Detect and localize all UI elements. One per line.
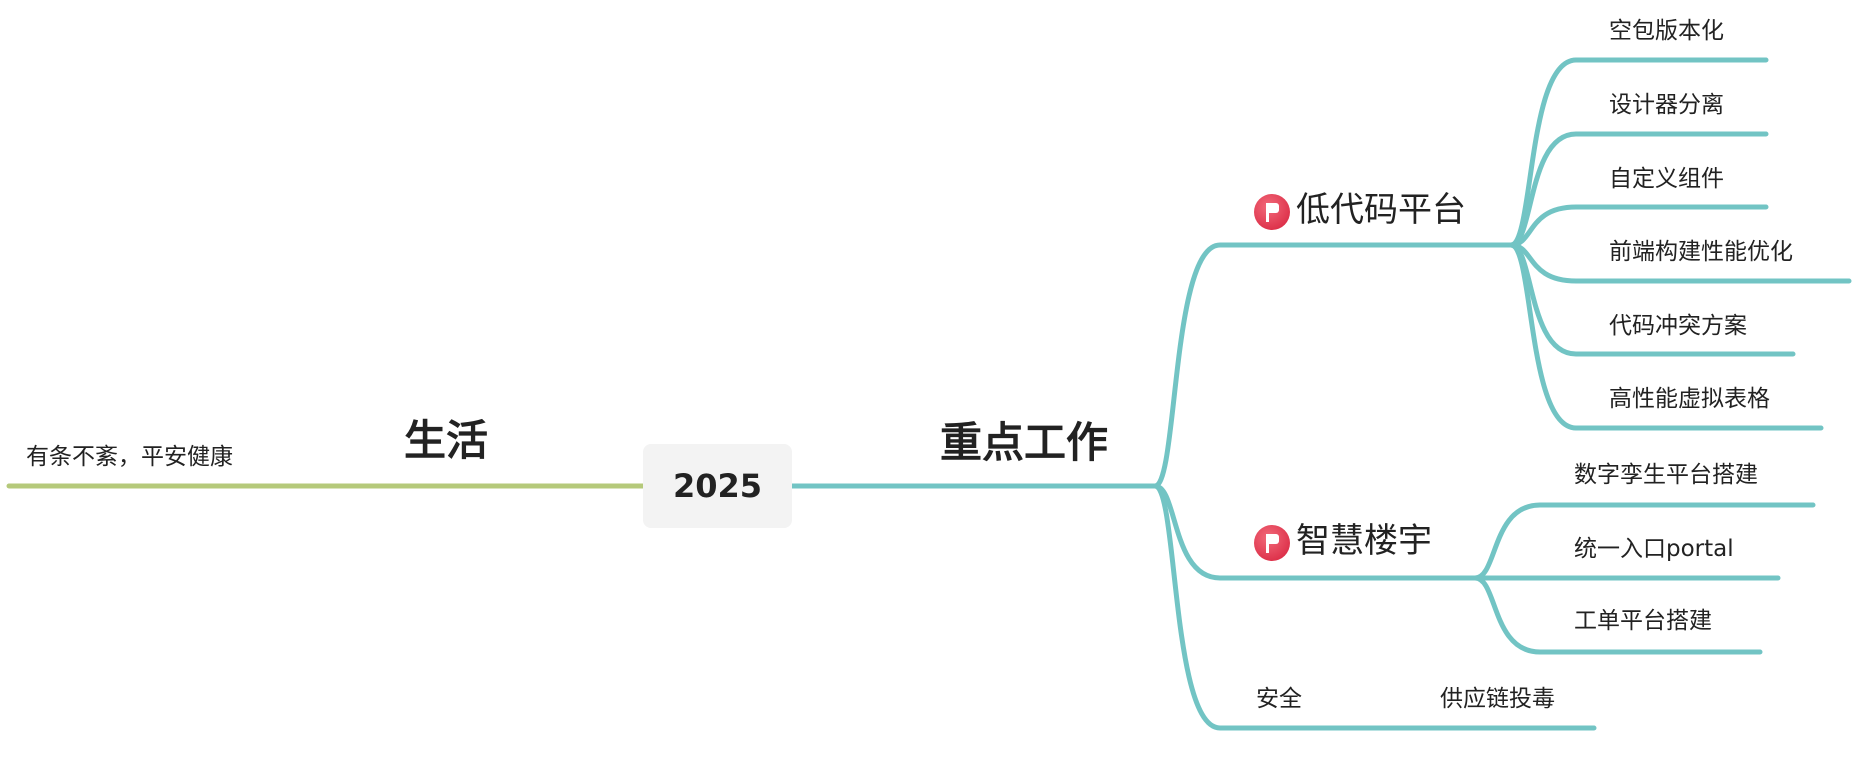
leaf-node[interactable]: 工单平台搭建 — [1574, 608, 1712, 634]
leaf-node[interactable]: 供应链投毒 — [1440, 686, 1555, 712]
topic-key-work[interactable]: 重点工作 — [940, 418, 1109, 467]
connector-branch — [1152, 483, 1597, 731]
connector-leaf — [1472, 575, 1763, 655]
leaf-node[interactable]: 高性能虚拟表格 — [1609, 386, 1770, 412]
central-topic[interactable]: 2025 — [643, 444, 792, 528]
leaf-node[interactable]: 数字孪生平台搭建 — [1574, 462, 1758, 488]
connector-leaf — [1508, 242, 1824, 431]
leaf-node[interactable]: 空包版本化 — [1609, 18, 1724, 44]
leaf-node[interactable]: 统一入口portal — [1574, 536, 1734, 562]
leaf-node[interactable]: 设计器分离 — [1609, 92, 1724, 118]
red-flag-icon — [1254, 193, 1290, 230]
branch-security[interactable]: 安全 — [1256, 686, 1302, 712]
life-note[interactable]: 有条不紊，平安健康 — [26, 444, 233, 470]
branch-low-code-platform[interactable]: 低代码平台 — [1254, 193, 1466, 230]
branch-label: 智慧楼宇 — [1296, 521, 1432, 561]
leaf-node[interactable]: 前端构建性能优化 — [1609, 239, 1793, 265]
leaf-node[interactable]: 代码冲突方案 — [1609, 313, 1747, 339]
connector-leaf — [1472, 502, 1816, 581]
connector-leaf — [1508, 131, 1769, 248]
red-flag-icon — [1254, 524, 1290, 561]
branch-label: 低代码平台 — [1296, 190, 1466, 230]
connector-branch — [1152, 242, 1514, 489]
connector-leaf — [1508, 204, 1769, 248]
topic-life[interactable]: 生活 — [404, 416, 489, 465]
leaf-node[interactable]: 自定义组件 — [1609, 166, 1724, 192]
branch-smart-building[interactable]: 智慧楼宇 — [1254, 524, 1432, 561]
central-topic-label: 2025 — [672, 467, 763, 505]
